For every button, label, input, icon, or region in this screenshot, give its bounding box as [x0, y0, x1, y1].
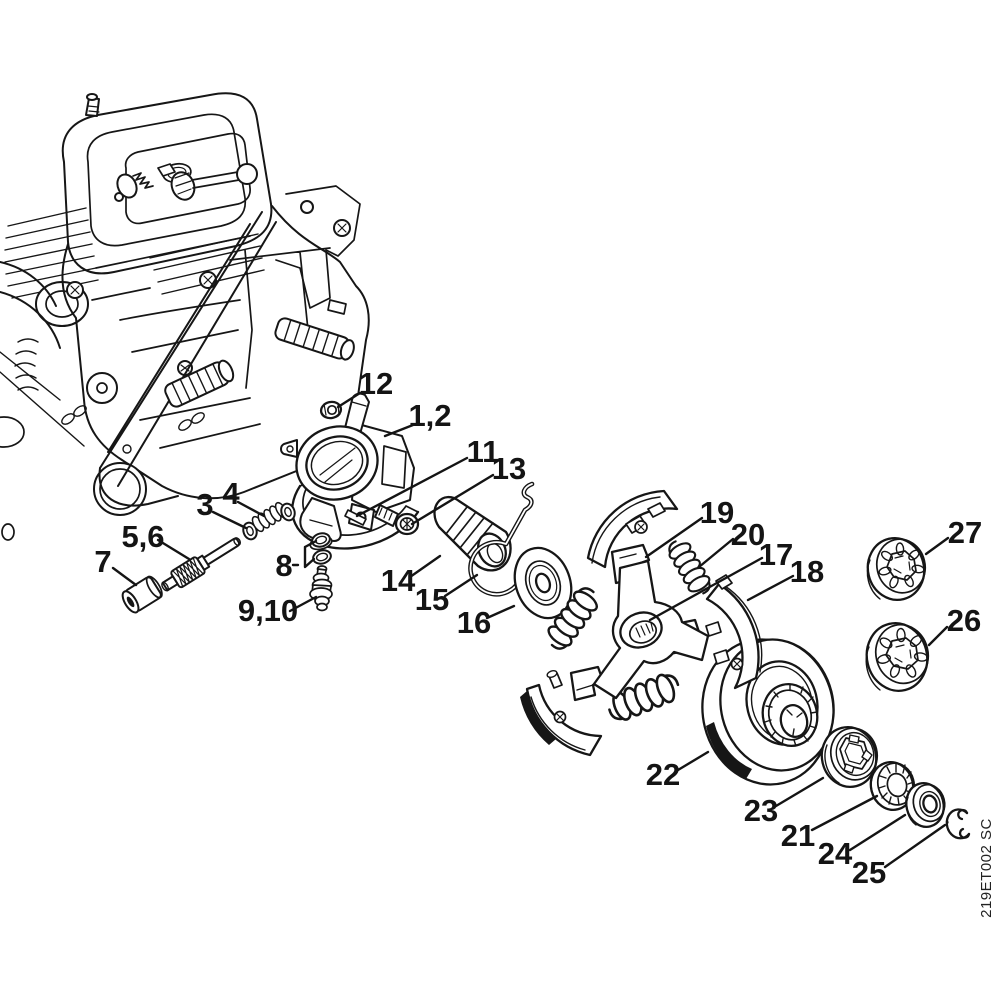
- callout-7: 7: [94, 544, 111, 579]
- clutch-spider-part-17: [592, 559, 710, 700]
- washer-part-16: [513, 546, 573, 620]
- callout-17: 17: [759, 537, 793, 572]
- callout-4: 4: [222, 476, 240, 511]
- callout-15: 15: [415, 582, 449, 617]
- valve-part-9-10: [309, 565, 333, 612]
- e-clip-part-25: [945, 808, 971, 840]
- oil-pump: [280, 392, 415, 551]
- callout-27: 27: [948, 515, 982, 550]
- callout-21: 21: [781, 818, 815, 853]
- callout-11: 11: [467, 434, 500, 469]
- engine-assembly: [0, 92, 420, 550]
- screw-part-13: [374, 504, 420, 536]
- nut-part-12: [319, 400, 343, 420]
- callout-26: 26: [947, 603, 981, 638]
- callout-23: 23: [744, 793, 778, 828]
- needle-bearing-part-21: [869, 761, 916, 811]
- clutch-spring: [608, 673, 680, 721]
- callout-22: 22: [646, 757, 680, 792]
- clutch-shoe: [520, 670, 603, 757]
- cap-part-7: [121, 575, 163, 614]
- carrier-block: [569, 665, 605, 702]
- leader-lines: [111, 391, 950, 869]
- clip-spring-part-15: [468, 481, 535, 597]
- spring-part-4: [251, 501, 296, 533]
- callout-14: 14: [381, 563, 416, 598]
- callout-25: 25: [852, 855, 886, 890]
- clutch-spring-part-20: [668, 540, 711, 595]
- clutch-drum-part-22: [701, 638, 835, 786]
- drawing-code: 219ET002 SC: [978, 818, 995, 918]
- callout-1-2: 1,2: [408, 398, 451, 433]
- callout-20: 20: [731, 517, 765, 552]
- callout-13: 13: [492, 451, 526, 486]
- callout-9-10: 9,10: [238, 593, 298, 628]
- pin-part-11: [344, 509, 367, 526]
- clutch-spring: [547, 587, 598, 650]
- callout-labels: 12 1,2 11 13 3 4 5,6 7 8 9,10 14 15 16 1…: [94, 366, 982, 890]
- callout-12: 12: [359, 366, 393, 401]
- callout-24: 24: [818, 836, 853, 871]
- washer-part-24: [905, 782, 946, 828]
- clutch-shoe: [586, 489, 679, 569]
- pump-piston-part-5-6: [161, 537, 242, 592]
- callout-18: 18: [790, 554, 824, 589]
- callout-3: 3: [196, 487, 213, 522]
- callout-19: 19: [700, 495, 734, 530]
- clutch-shoe-part-18: [705, 574, 763, 690]
- rim-sprocket-part-26: [865, 622, 930, 692]
- callout-8: 8: [275, 548, 292, 583]
- callout-5-6: 5,6: [121, 519, 164, 554]
- sprocket-carrier-part-23: [820, 726, 879, 788]
- rim-sprocket-part-27: [866, 537, 927, 601]
- callout-16: 16: [457, 605, 491, 640]
